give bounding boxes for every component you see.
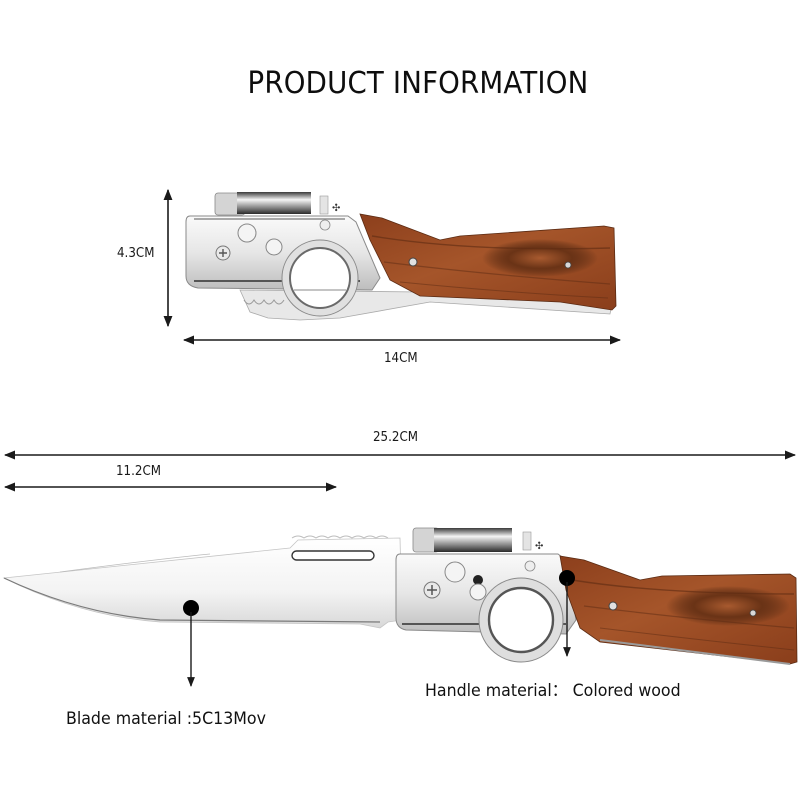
page-title: PRODUCT INFORMATION: [247, 66, 589, 101]
folded-length-label: 14CM: [384, 350, 418, 366]
handle-callout-pointer-icon: [559, 570, 575, 657]
handle-material-label: Handle material： Colored wood: [425, 681, 681, 701]
blade-length-label: 11.2CM: [116, 463, 162, 479]
svg-text:✣: ✣: [535, 541, 543, 552]
svg-text:✣: ✣: [332, 203, 340, 214]
total-length-label: 25.2CM: [373, 429, 419, 445]
folded-height-label: 4.3CM: [117, 245, 155, 261]
folded-knife: ✣: [163, 188, 622, 345]
blade-material-label: Blade material :5C13Mov: [66, 709, 266, 729]
open-knife: ✣: [2, 450, 798, 687]
blade-callout-pointer-icon: [183, 600, 199, 687]
